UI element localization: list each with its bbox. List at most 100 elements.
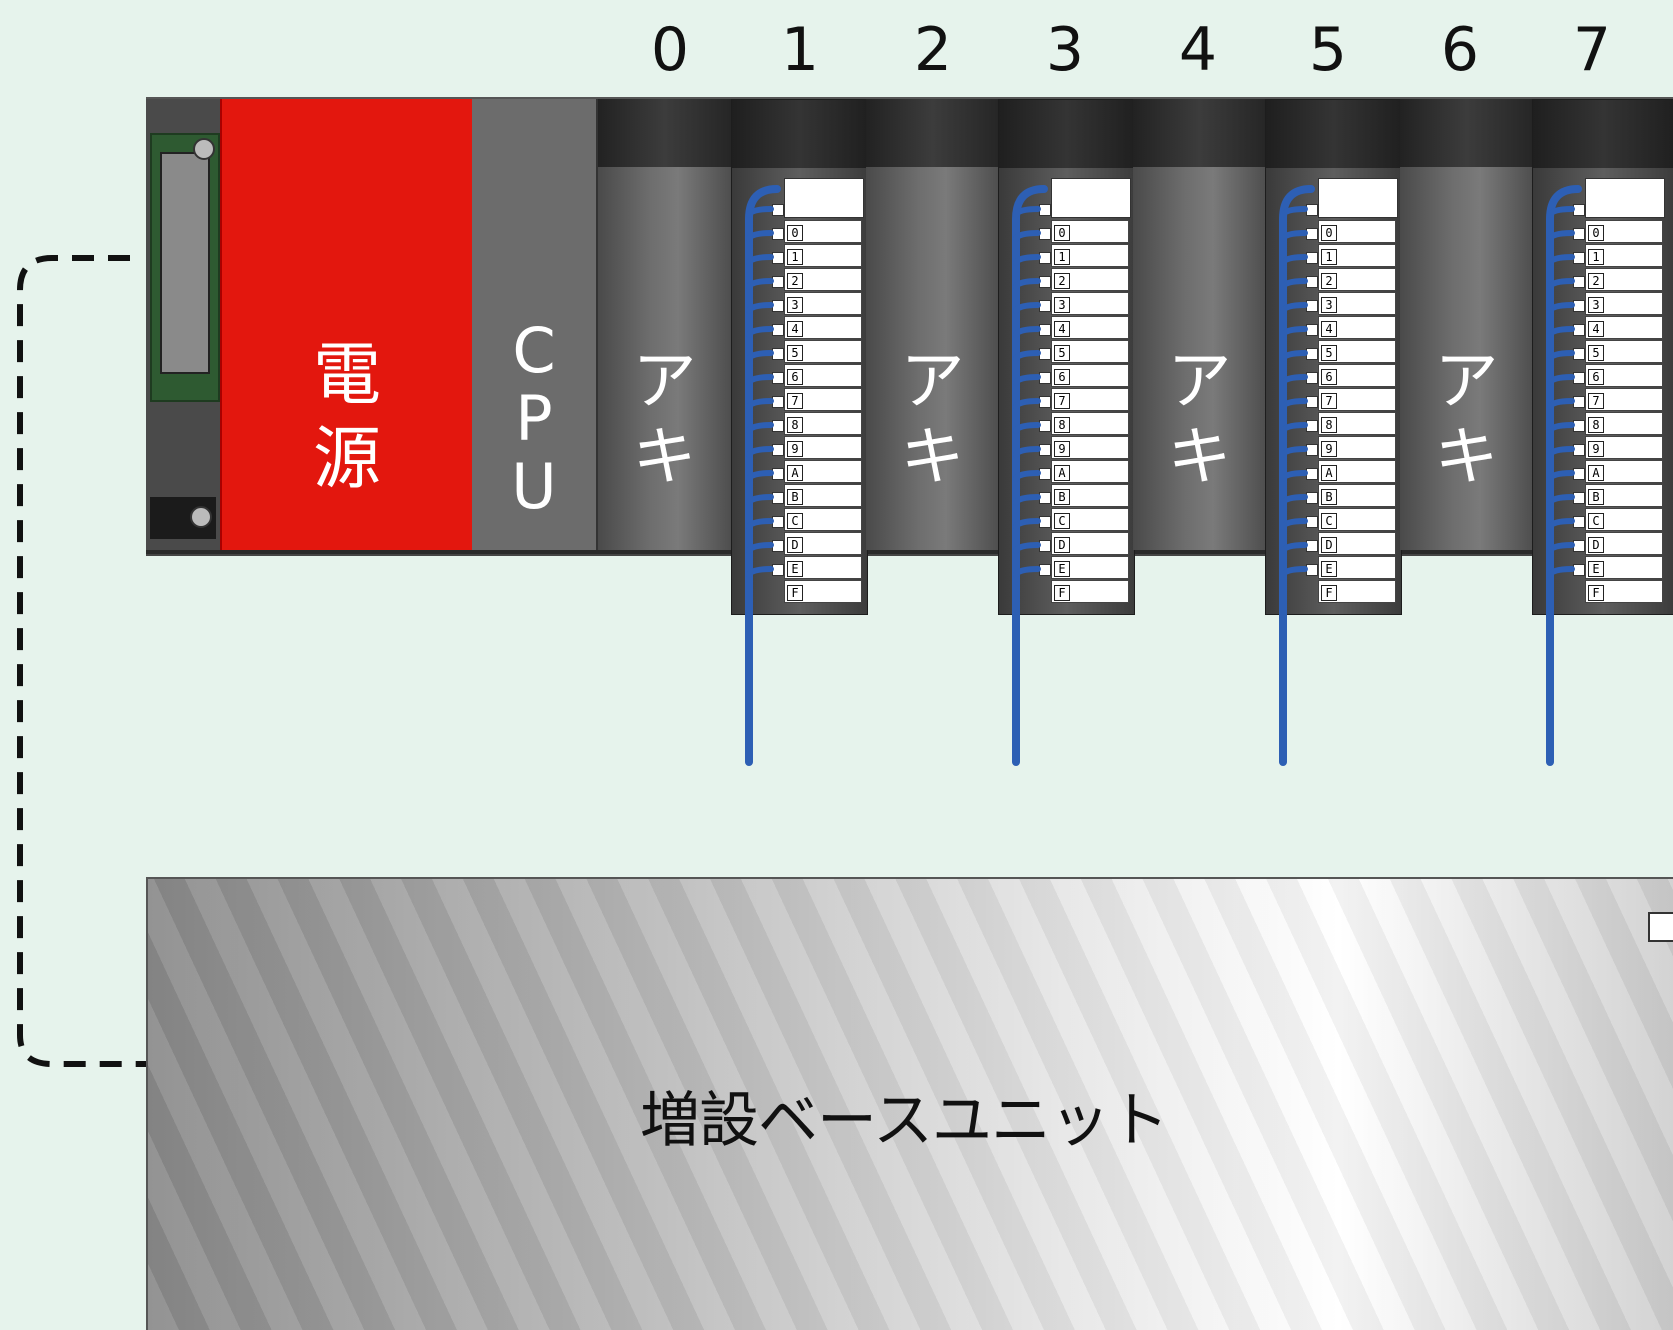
terminal-row: 2 [1051, 268, 1129, 291]
empty-label-text: アキ [1434, 345, 1499, 495]
terminal-label: 5 [787, 345, 803, 361]
slot-number-4: 4 [1178, 15, 1218, 85]
terminal-label: D [1321, 537, 1337, 553]
terminal-row: C [1051, 508, 1129, 531]
terminal-row: D [784, 532, 862, 555]
terminal-pin [1039, 492, 1051, 504]
terminal-row: 7 [1051, 388, 1129, 411]
terminal-label: E [787, 561, 803, 577]
terminal-pin [1039, 420, 1051, 432]
terminal-row: 5 [1585, 340, 1663, 363]
terminal-label: 9 [1321, 441, 1337, 457]
terminal-pin [1306, 372, 1318, 384]
terminal-row: A [1585, 460, 1663, 483]
empty-slot-label: アキ [598, 344, 731, 496]
terminal-row: 3 [1585, 292, 1663, 315]
empty-label-text: アキ [1167, 345, 1232, 495]
cpu-label: CPU [472, 317, 596, 521]
terminal-row: 1 [1585, 244, 1663, 267]
terminal-pin [1306, 228, 1318, 240]
terminal-label: 9 [1588, 441, 1604, 457]
terminal-row: 8 [1318, 412, 1396, 435]
terminal-pin [772, 228, 784, 240]
terminal-pin [1306, 564, 1318, 576]
terminal-pin [1039, 468, 1051, 480]
terminal-pin [1573, 564, 1585, 576]
terminal-row: 5 [1051, 340, 1129, 363]
terminal-row: F [1318, 580, 1396, 603]
slot-0-empty: アキ [598, 99, 732, 550]
power-supply-module: 電源 [220, 99, 474, 550]
terminal-row: 5 [784, 340, 862, 363]
terminal-pin [1573, 228, 1585, 240]
terminal-label: 2 [787, 273, 803, 289]
power-label-text: 電源 [312, 336, 381, 499]
terminal-row: C [784, 508, 862, 531]
terminal-pin [1306, 540, 1318, 552]
terminal-row: 8 [1585, 412, 1663, 435]
terminal-pin [1039, 540, 1051, 552]
terminal-pin [772, 564, 784, 576]
terminal-label: D [787, 537, 803, 553]
terminal-row: F [784, 580, 862, 603]
terminal-label: A [1588, 465, 1604, 481]
terminal-pin [1573, 324, 1585, 336]
terminal-label: D [1054, 537, 1070, 553]
terminal-label: E [1321, 561, 1337, 577]
terminal-pin [772, 324, 784, 336]
terminal-block-header [1318, 178, 1398, 218]
terminal-label: 4 [1054, 321, 1070, 337]
terminal-label: C [1321, 513, 1337, 529]
terminal-row: 8 [784, 412, 862, 435]
slot-cap [1533, 100, 1673, 168]
terminal-row: 3 [1318, 292, 1396, 315]
terminal-row: A [1318, 460, 1396, 483]
terminal-pin [772, 252, 784, 264]
terminal-pin [1306, 420, 1318, 432]
terminal-row: 4 [1051, 316, 1129, 339]
terminal-pin [1573, 396, 1585, 408]
terminal-label: 9 [1054, 441, 1070, 457]
terminal-label: 7 [1588, 393, 1604, 409]
terminal-label: 3 [1054, 297, 1070, 313]
terminal-pin [1306, 444, 1318, 456]
terminal-row: 7 [1318, 388, 1396, 411]
terminal-row: 7 [784, 388, 862, 411]
terminal-label: F [787, 585, 803, 601]
terminal-pin [1039, 204, 1051, 216]
terminal-pin [1306, 204, 1318, 216]
terminal-row: 9 [1318, 436, 1396, 459]
power-supply-label: 電源 [222, 334, 472, 502]
terminal-label: 6 [1321, 369, 1337, 385]
terminal-pin [1306, 300, 1318, 312]
slot-cap [1400, 99, 1533, 167]
terminal-row: 1 [784, 244, 862, 267]
terminal-pin [772, 420, 784, 432]
empty-label-text: アキ [632, 345, 697, 495]
terminal-pin [1039, 300, 1051, 312]
terminal-row: 4 [1585, 316, 1663, 339]
terminal-label: A [1321, 465, 1337, 481]
terminal-row: F [1051, 580, 1129, 603]
terminal-pin [772, 540, 784, 552]
terminal-pin [772, 492, 784, 504]
terminal-label: F [1054, 585, 1070, 601]
slot-number-3: 3 [1045, 15, 1085, 85]
terminal-pin [1306, 396, 1318, 408]
terminal-row: A [1051, 460, 1129, 483]
terminal-row: 0 [784, 220, 862, 243]
terminal-label: F [1588, 585, 1604, 601]
expansion-base-unit [146, 877, 1673, 1330]
terminal-label: 9 [787, 441, 803, 457]
terminal-row: 4 [784, 316, 862, 339]
terminal-label: 4 [1588, 321, 1604, 337]
terminal-row: 6 [1318, 364, 1396, 387]
terminal-label: 3 [1588, 297, 1604, 313]
terminal-pin [1306, 324, 1318, 336]
terminal-label: 0 [1321, 225, 1337, 241]
slot-4-empty: アキ [1133, 99, 1267, 550]
terminal-pin [1306, 348, 1318, 360]
